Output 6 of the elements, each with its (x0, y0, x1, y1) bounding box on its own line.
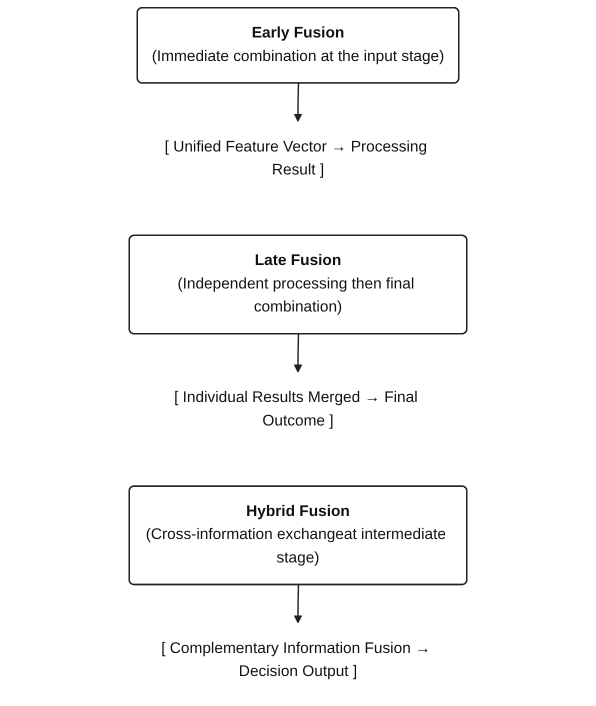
node-text: [ Unified Feature Vector → Processing Result ] (164, 138, 428, 178)
node-text: [ Complementary Information Fusion → Decision Output ] (161, 640, 430, 680)
arrow (294, 584, 302, 624)
node-text: [ Individual Results Merged → Final Outcome ] (174, 390, 418, 430)
arrow (294, 83, 302, 122)
arrow (294, 334, 302, 373)
